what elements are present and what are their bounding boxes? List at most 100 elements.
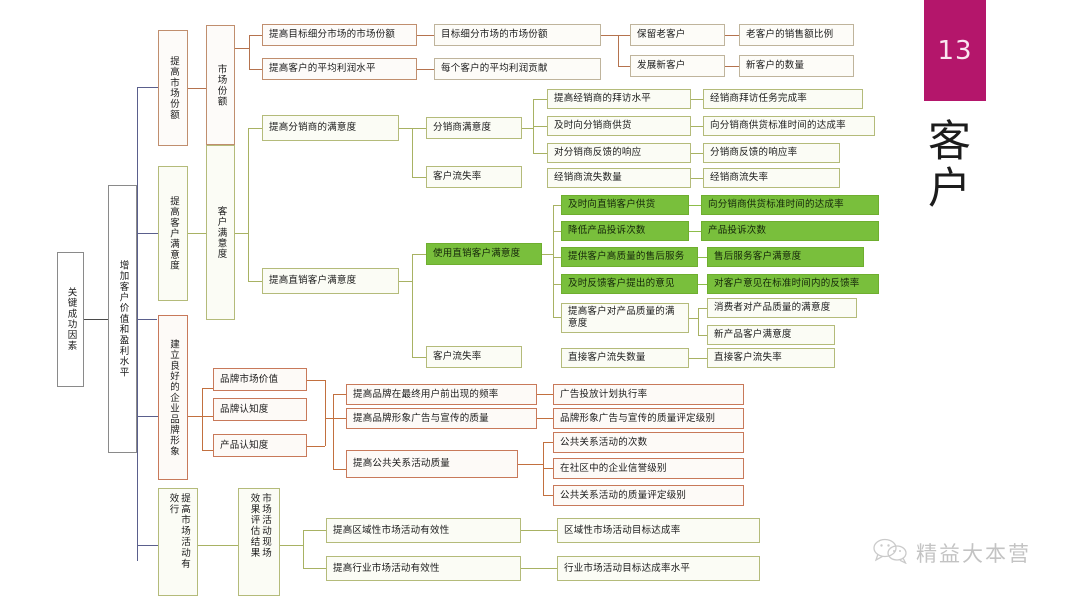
measure-new-product-customer-satisfaction[interactable]: 新产品客户满意度 <box>707 325 835 345</box>
node-root[interactable]: 关键成功因素 <box>57 252 84 387</box>
connector-cs-b1 <box>248 128 262 129</box>
connector-l1-branch2 <box>137 233 158 234</box>
connector-d2-m2 <box>417 69 434 70</box>
connector-dira2-m <box>689 231 701 232</box>
group-direct-customer-churn[interactable]: 客户流失率 <box>426 346 522 368</box>
measure-direct-customer-churn-rate[interactable]: 直接客户流失率 <box>707 348 835 368</box>
connector-brand-bus <box>202 388 203 450</box>
measure-distributor-churn-rate[interactable]: 经销商流失率 <box>703 168 840 188</box>
measure-pr-quality-rating[interactable]: 公共关系活动的质量评定级别 <box>553 485 744 506</box>
node-build-brand-image[interactable]: 建立良好的企业品牌形象 <box>158 315 188 480</box>
node-market-activity-evaluation[interactable]: 市场活动现场 效果评估结果 <box>238 488 280 596</box>
measure-new-customer-count[interactable]: 新客户的数量 <box>739 55 854 77</box>
connector-dg1-i1 <box>533 99 547 100</box>
node-improve-market-share[interactable]: 提高市场份额 <box>158 30 188 146</box>
connector-ba3-stub <box>518 464 543 465</box>
group-distributor-satisfaction[interactable]: 分销商满意度 <box>426 117 522 139</box>
connector-ma-2 <box>303 568 326 569</box>
action-direct-customer-churn-count[interactable]: 直接客户流失数量 <box>561 348 689 368</box>
action-pr-activity-quality[interactable]: 提高公共关系活动质量 <box>346 450 518 478</box>
node-customer-satisfaction[interactable]: 客户满意度 <box>206 145 235 320</box>
connector-da4-m <box>691 178 703 179</box>
measure-ad-plan-execution-rate[interactable]: 广告投放计划执行率 <box>553 384 744 405</box>
group-direct-customer-satisfaction[interactable]: 使用直销客户满意度 <box>426 243 542 265</box>
connector-ma-bus <box>303 530 304 568</box>
measure-opinion-feedback-rate[interactable]: 对客户意见在标准时间内的反馈率 <box>707 274 879 294</box>
connector-dirg1-stub <box>542 254 553 255</box>
node-market-share[interactable]: 市场份额 <box>206 25 235 145</box>
page-number-tab: 13 <box>924 0 986 101</box>
driver-target-segment-share[interactable]: 提高目标细分市场的市场份额 <box>262 24 417 46</box>
driver-direct-customer-satisfaction[interactable]: 提高直销客户满意度 <box>262 268 399 294</box>
measure-distributor-visit-completion[interactable]: 经销商拜访任务完成率 <box>703 89 863 109</box>
measure-avg-profit-contribution[interactable]: 每个客户的平均利润贡献 <box>434 58 601 80</box>
connector-ba3-m1 <box>543 442 553 443</box>
connector-ma-stub <box>280 545 303 546</box>
connector-dist-g1 <box>412 128 426 129</box>
measure-industry-activity-goal-rate[interactable]: 行业市场活动目标达成率水平 <box>557 556 760 581</box>
node-improve-market-activity[interactable]: 提高市场活动有 效行 <box>158 488 198 596</box>
connector-l2d-l3d <box>198 545 238 546</box>
connector-brand-a1 <box>202 388 213 389</box>
connector-dirg1-i4 <box>553 284 561 285</box>
action-timely-feedback-customer-opinion[interactable]: 及时反馈客户提出的意见 <box>561 274 698 294</box>
action-improve-product-quality-satisfaction[interactable]: 提高客户对产品质量的满意度 <box>561 303 689 333</box>
connector-d1-m1 <box>417 35 434 36</box>
aspect-brand-market-value[interactable]: 品牌市场价值 <box>213 368 307 391</box>
action-retain-old-customers[interactable]: 保留老客户 <box>630 24 725 46</box>
action-respond-distributor-feedback[interactable]: 对分销商反馈的响应 <box>547 143 691 163</box>
connector-cs-b2 <box>248 281 262 282</box>
driver-avg-profit-level[interactable]: 提高客户的平均利润水平 <box>262 58 417 80</box>
measure-distributor-supply-ontime[interactable]: 向分销商供货标准时间的达成率 <box>703 116 875 136</box>
measure-old-customer-sales-ratio[interactable]: 老客户的销售额比例 <box>739 24 854 46</box>
node-level1[interactable]: 增加客户价值和盈利水平 <box>108 185 137 453</box>
connector-brand-a2 <box>202 416 213 417</box>
measure-brand-ad-quality-rating[interactable]: 品牌形象广告与宣传的质量评定级别 <box>553 408 744 429</box>
connector-brand-a3 <box>202 450 213 451</box>
action-develop-new-customers[interactable]: 发展新客户 <box>630 55 725 77</box>
action-timely-supply-direct-customer[interactable]: 及时向直销客户供货 <box>561 195 689 215</box>
measure-regional-activity-goal-rate[interactable]: 区域性市场活动目标达成率 <box>557 518 760 543</box>
connector-dg1-i2 <box>533 126 547 127</box>
aspect-brand-awareness[interactable]: 品牌认知度 <box>213 398 307 421</box>
connector-q-bus <box>698 308 699 335</box>
trunk-level1-vertical <box>137 87 138 561</box>
connector-dirg1-i3 <box>553 257 561 258</box>
node-market-activity-evaluation-line2: 效果评估结果 <box>248 493 260 559</box>
connector-dira1-m <box>689 205 701 206</box>
connector-dira3-m <box>698 257 707 258</box>
action-regional-market-activity[interactable]: 提高区域性市场活动有效性 <box>326 518 521 543</box>
measure-aftersales-satisfaction[interactable]: 售后服务客户满意度 <box>707 247 864 267</box>
connector-l2a-l3a <box>188 88 206 89</box>
measure-consumer-product-quality-satisfaction[interactable]: 消费者对产品质量的满意度 <box>707 298 857 318</box>
connector-m1-bus <box>601 35 618 36</box>
action-quality-aftersales-service[interactable]: 提供客户高质量的售后服务 <box>561 247 698 267</box>
action-industry-market-activity[interactable]: 提高行业市场活动有效性 <box>326 556 521 581</box>
trunk-level1-stub <box>137 319 157 320</box>
action-distributor-visit-level[interactable]: 提高经销商的拜访水平 <box>547 89 691 109</box>
measure-direct-supply-ontime[interactable]: 向分销商供货标准时间的达成率 <box>701 195 879 215</box>
connector-l1-branch3 <box>137 416 158 417</box>
connector-dirg1-i5 <box>553 317 561 318</box>
measure-distributor-feedback-rate[interactable]: 分销商反馈的响应率 <box>703 143 840 163</box>
measure-pr-activity-count[interactable]: 公共关系活动的次数 <box>553 432 744 453</box>
measure-target-segment-share[interactable]: 目标细分市场的市场份额 <box>434 24 601 46</box>
action-distributor-churn-count[interactable]: 经销商流失数量 <box>547 168 691 188</box>
measure-community-reputation-level[interactable]: 在社区中的企业信誉级别 <box>553 458 744 479</box>
action-timely-supply-distributor[interactable]: 及时向分销商供货 <box>547 116 691 136</box>
driver-distributor-satisfaction[interactable]: 提高分销商的满意度 <box>262 115 399 141</box>
connector-l1-branch4 <box>137 545 158 546</box>
measure-product-complaint-count[interactable]: 产品投诉次数 <box>701 221 879 241</box>
connector-dg1-stub <box>522 128 533 129</box>
action-brand-exposure-frequency[interactable]: 提高品牌在最终用户前出现的频率 <box>346 384 537 405</box>
action-brand-ad-quality[interactable]: 提高品牌形象广告与宣传的质量 <box>346 408 537 429</box>
aspect-product-awareness[interactable]: 产品认知度 <box>213 434 307 457</box>
group-distributor-churn[interactable]: 客户流失率 <box>426 166 522 188</box>
connector-q-stub <box>689 318 698 319</box>
connector-marketshare-d2 <box>249 69 262 70</box>
action-reduce-product-complaints[interactable]: 降低产品投诉次数 <box>561 221 689 241</box>
node-improve-customer-satisfaction[interactable]: 提高客户满意度 <box>158 166 188 301</box>
connector-ba3-m2 <box>543 468 553 469</box>
connector-l2b-l3b <box>188 233 206 234</box>
